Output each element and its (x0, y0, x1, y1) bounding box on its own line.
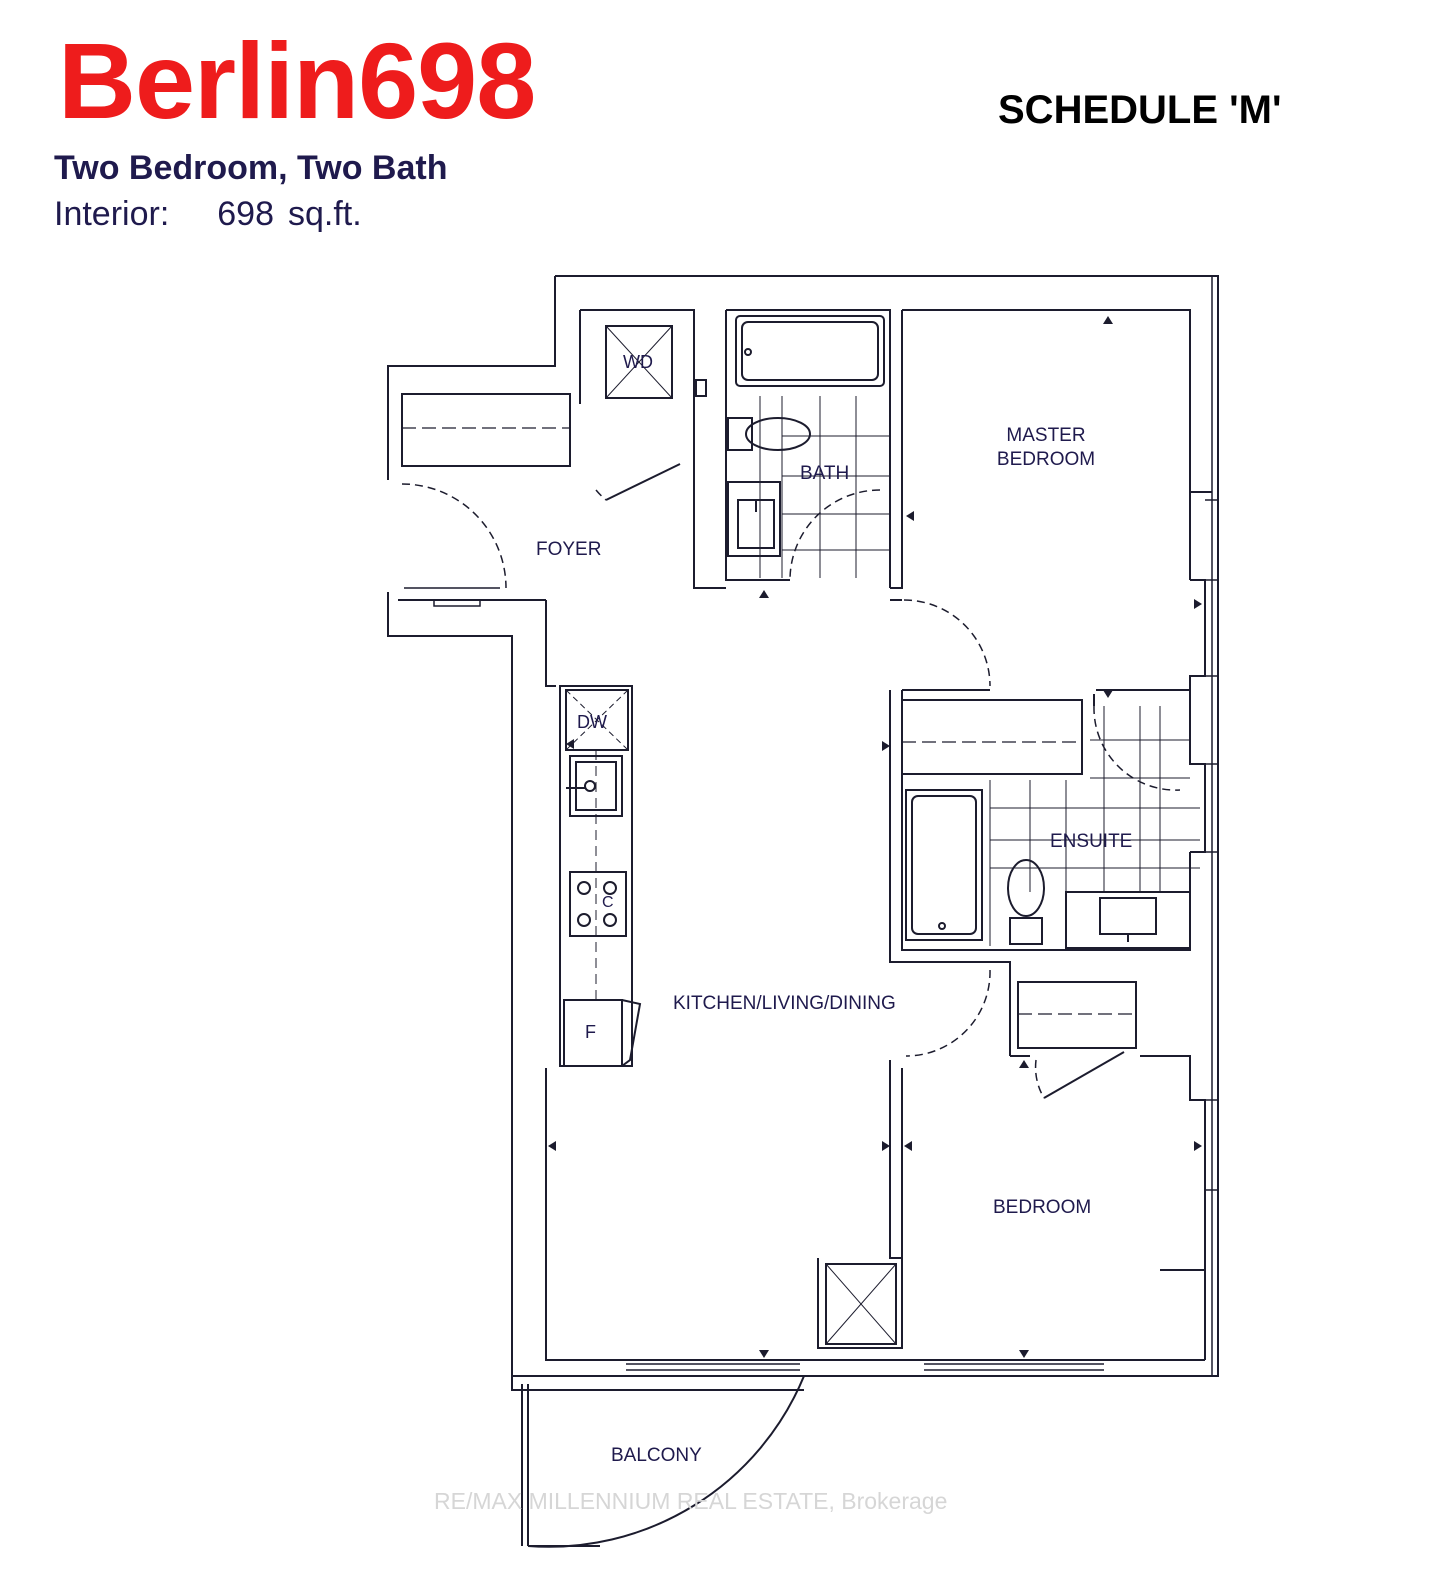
unit-type: Two Bedroom, Two Bath (54, 149, 448, 187)
bath-fixtures (727, 315, 1191, 949)
tile-grid (759, 396, 1200, 946)
direction-arrows (548, 316, 1202, 1358)
mechanical (605, 325, 897, 1345)
brokerage-watermark: RE/MAX MILLENNIUM REAL ESTATE, Brokerage (434, 1488, 948, 1514)
schedule-label: SCHEDULE 'M' (998, 88, 1282, 132)
label-bath: BATH (800, 463, 850, 484)
interior-value: 698 (217, 195, 274, 233)
label-master-bedroom: MASTER BEDROOM (996, 425, 1096, 470)
closets (401, 393, 1137, 1049)
kitchen-counter (559, 685, 642, 1067)
label-washer-dryer: WD (623, 352, 653, 372)
interior-label: Interior: (54, 195, 170, 233)
door-leaves (605, 463, 1125, 1099)
label-cooktop: C (602, 894, 614, 911)
label-fridge: F (585, 1022, 596, 1042)
balcony-outline (511, 1376, 804, 1547)
interior-area: Interior: 698 sq.ft. (54, 195, 362, 233)
plan-title: Berlin698 (58, 20, 536, 141)
label-bedroom: BEDROOM (993, 1197, 1092, 1218)
interior-walls (693, 310, 1191, 1349)
label-dishwasher: DW (577, 712, 607, 732)
label-kitchen-living-dining: KITCHEN/LIVING/DINING (673, 993, 896, 1014)
label-foyer: FOYER (536, 539, 602, 560)
label-balcony: BALCONY (611, 1445, 702, 1466)
interior-unit: sq.ft. (288, 195, 362, 233)
sliding-tracks (404, 587, 1104, 1371)
label-ensuite: ENSUITE (1050, 831, 1133, 852)
window-marks (1205, 276, 1218, 1376)
exterior-walls (387, 275, 1219, 1377)
